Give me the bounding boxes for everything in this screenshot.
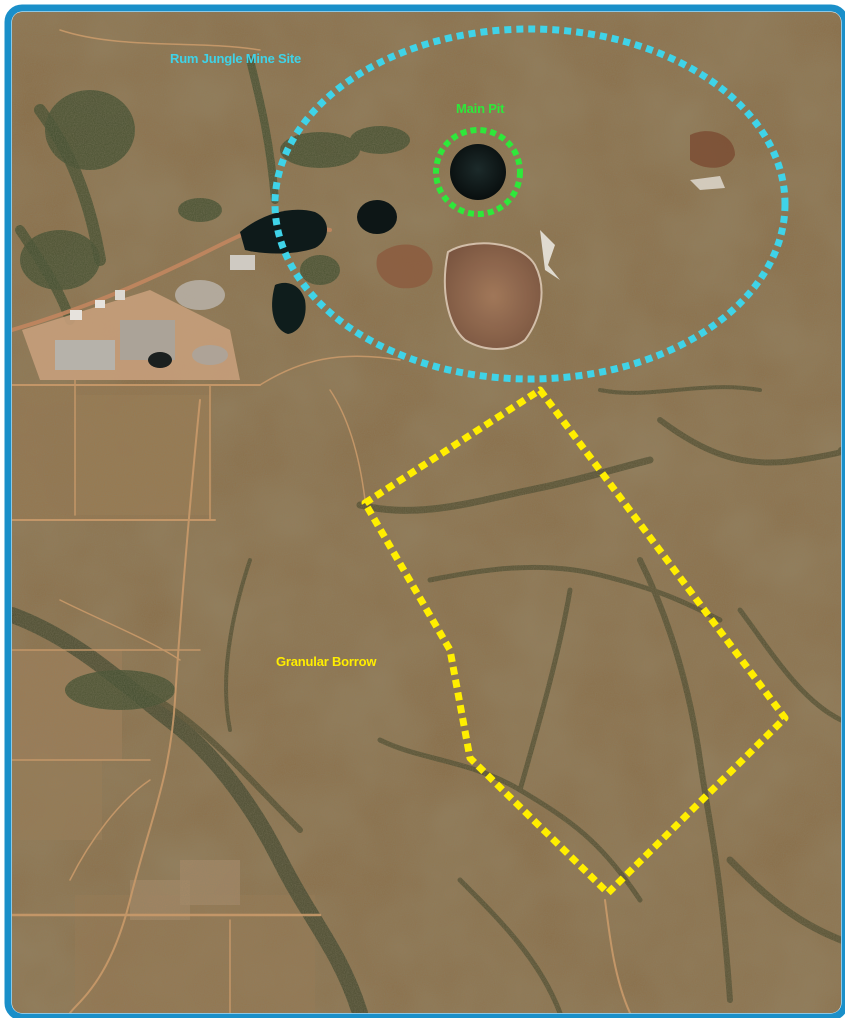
mine-site-outline[interactable] xyxy=(271,25,789,383)
main-pit-outline[interactable] xyxy=(433,127,523,217)
mine-site-label: Rum Jungle Mine Site xyxy=(170,51,301,66)
granular-borrow-label: Granular Borrow xyxy=(276,654,377,669)
granular-borrow-outline[interactable] xyxy=(361,386,789,897)
mine-water-bodies xyxy=(240,131,735,350)
main-pit-water xyxy=(450,144,506,200)
satellite-imagery xyxy=(12,12,841,1013)
mine-infrastructure xyxy=(22,255,255,380)
main-pit-label: Main Pit xyxy=(456,101,505,116)
map-frame-border xyxy=(4,4,845,1018)
